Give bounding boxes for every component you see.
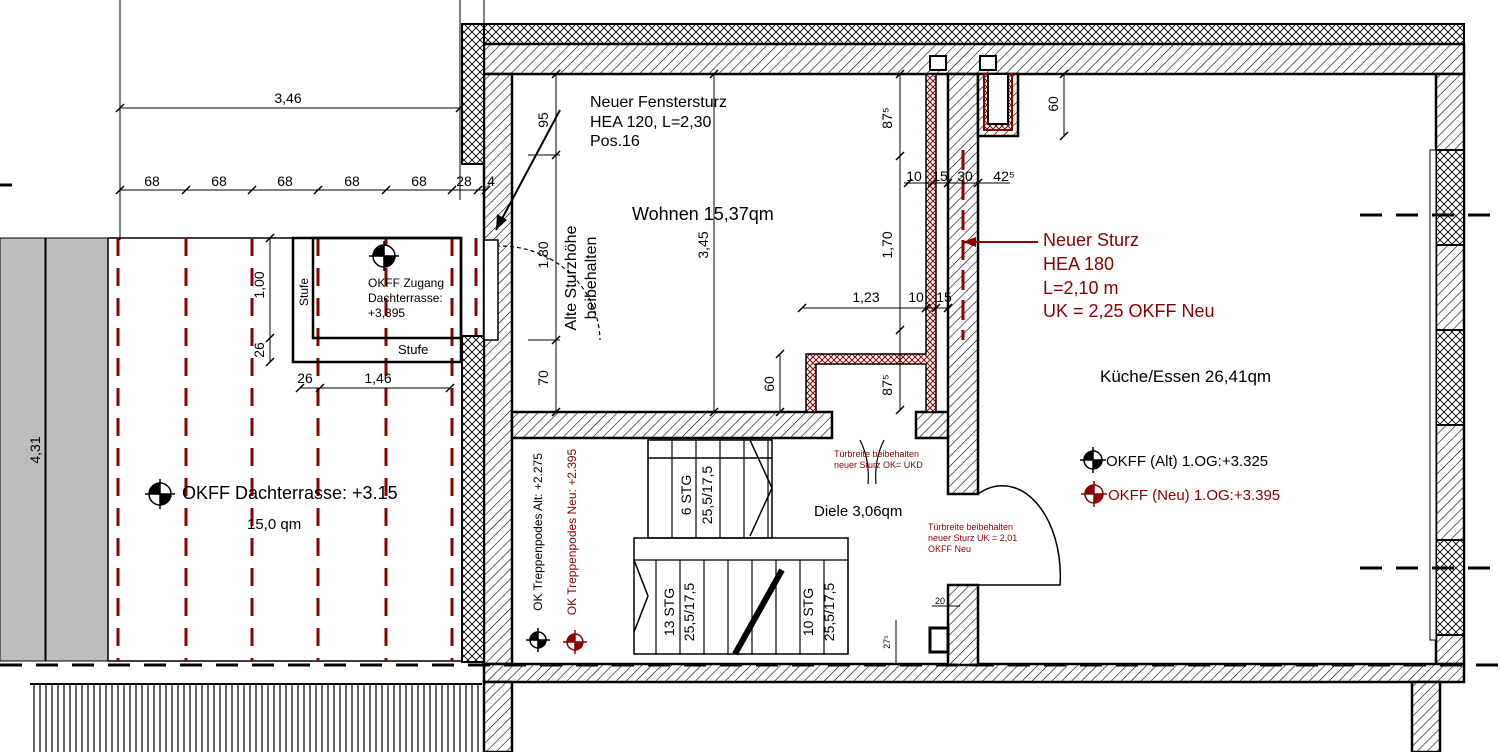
okff-neu-label: OKFF (Neu) 1.OG:+3.395: [1108, 487, 1280, 504]
alte-sturz-line-1: Alte Sturzhöhe: [563, 225, 580, 330]
sturz-line-1: Neuer Sturz: [1043, 230, 1139, 250]
wall-top: [461, 23, 1465, 45]
dim-room-345: 3,45: [695, 231, 711, 258]
dim-bay-4: 68: [344, 173, 360, 189]
dim-42: 42⁵: [993, 168, 1014, 184]
dim-15b: 15: [936, 289, 952, 305]
stair-13-ratio: 25,5/17,5: [681, 583, 697, 642]
dim-bay-6: 28: [456, 173, 472, 189]
zugang-line-2: Dachterrasse:: [368, 291, 443, 305]
dim-wall-87-bottom: 87⁵: [879, 374, 895, 395]
dim-terrace-depth: 4,31: [27, 436, 43, 463]
dim-window-180: 1,80: [535, 241, 551, 268]
zugang-line-3: +3,395: [368, 306, 405, 320]
okff-alt-label: OKFF (Alt) 1.OG:+3.325: [1106, 453, 1268, 470]
wall-bottom: [482, 662, 1466, 684]
dim-bay-1: 68: [144, 173, 160, 189]
door-note-1-line-2: neuer Sturz OK= UKD: [834, 460, 923, 470]
dim-window-95: 95: [535, 112, 551, 128]
fenstersturz-line-2: HEA 120, L=2,30: [590, 114, 712, 131]
railing-hatch: [30, 683, 482, 752]
terrace-grey-strip: [0, 237, 109, 662]
wall-left-ins: [461, 23, 485, 165]
stair-6-steps: 6 STG: [678, 475, 694, 515]
stufe-horizontal: Stufe: [398, 342, 428, 357]
dim-30: 30: [957, 168, 973, 184]
room-label-wohnen: Wohnen 15,37qm: [632, 204, 774, 224]
terrace-label: OKFF Dachterrasse: +3.15: [182, 483, 398, 503]
dim-bay-2: 68: [211, 173, 227, 189]
stairs: [634, 440, 849, 654]
dim-bay-7: 4: [487, 173, 495, 189]
dim-step-26-h: 26: [297, 370, 313, 386]
dim-10b: 10: [908, 289, 924, 305]
dim-10a: 10: [906, 168, 922, 184]
stair-10-ratio: 25,5/17,5: [821, 583, 837, 642]
dim-123: 1,23: [852, 289, 879, 305]
zugang-line-1: OKFF Zugang: [368, 276, 444, 290]
sturz-line-3: L=2,10 m: [1043, 278, 1119, 298]
dim-wall-87-top: 87⁵: [879, 107, 895, 128]
dim-170: 1,70: [879, 231, 895, 258]
dim-step-100: 1,00: [251, 271, 267, 298]
fenstersturz-line-3: Pos.16: [590, 133, 640, 150]
dim-20: 20: [935, 596, 945, 606]
stair-6-ratio: 25,5/17,5: [699, 466, 715, 525]
dim-bay-5: 68: [411, 173, 427, 189]
dim-top-width: 3,46: [274, 90, 301, 106]
alte-sturz-line-2: beibehalten: [583, 237, 600, 320]
dim-step-26-v: 26: [251, 342, 267, 358]
dim-window-70: 70: [535, 370, 551, 386]
sturz-line-4: UK = 2,25 OKFF Neu: [1043, 301, 1215, 321]
stair-10-steps: 10 STG: [800, 588, 816, 636]
stair-landing-new: OK Treppenpodes Neu: +2.395: [565, 448, 579, 615]
terrace-area: 15,0 qm: [247, 516, 301, 533]
dim-15a: 15: [932, 168, 948, 184]
stufe-vertical: Stufe: [297, 278, 311, 306]
fenstersturz-line-1: Neuer Fenstersturz: [590, 94, 727, 111]
door-note-2-line-3: OKFF Neu: [928, 544, 971, 554]
door-note-1-line-1: Türbreite beibehalten: [834, 449, 919, 459]
stair-13-steps: 13 STG: [661, 588, 677, 636]
dim-bay-3: 68: [277, 173, 293, 189]
beam-lines: [116, 238, 478, 661]
door-note-2-line-1: Türbreite beibehalten: [928, 522, 1013, 532]
room-label-diele: Diele 3,06qm: [814, 503, 902, 520]
dim-60-mid: 60: [761, 376, 777, 392]
stair-landing-old: OK Treppenpodes Alt: +2.275: [531, 453, 545, 611]
elevation-markers: [145, 241, 1107, 654]
dim-step-146: 1,46: [364, 370, 391, 386]
dim-27: 27⁵: [882, 635, 892, 649]
sturz-line-2: HEA 180: [1043, 254, 1114, 274]
door-note-2-line-2: neuer Sturz UK = 2,01: [928, 533, 1017, 543]
room-label-kueche: Küche/Essen 26,41qm: [1100, 367, 1271, 386]
dim-60-top: 60: [1045, 96, 1061, 112]
